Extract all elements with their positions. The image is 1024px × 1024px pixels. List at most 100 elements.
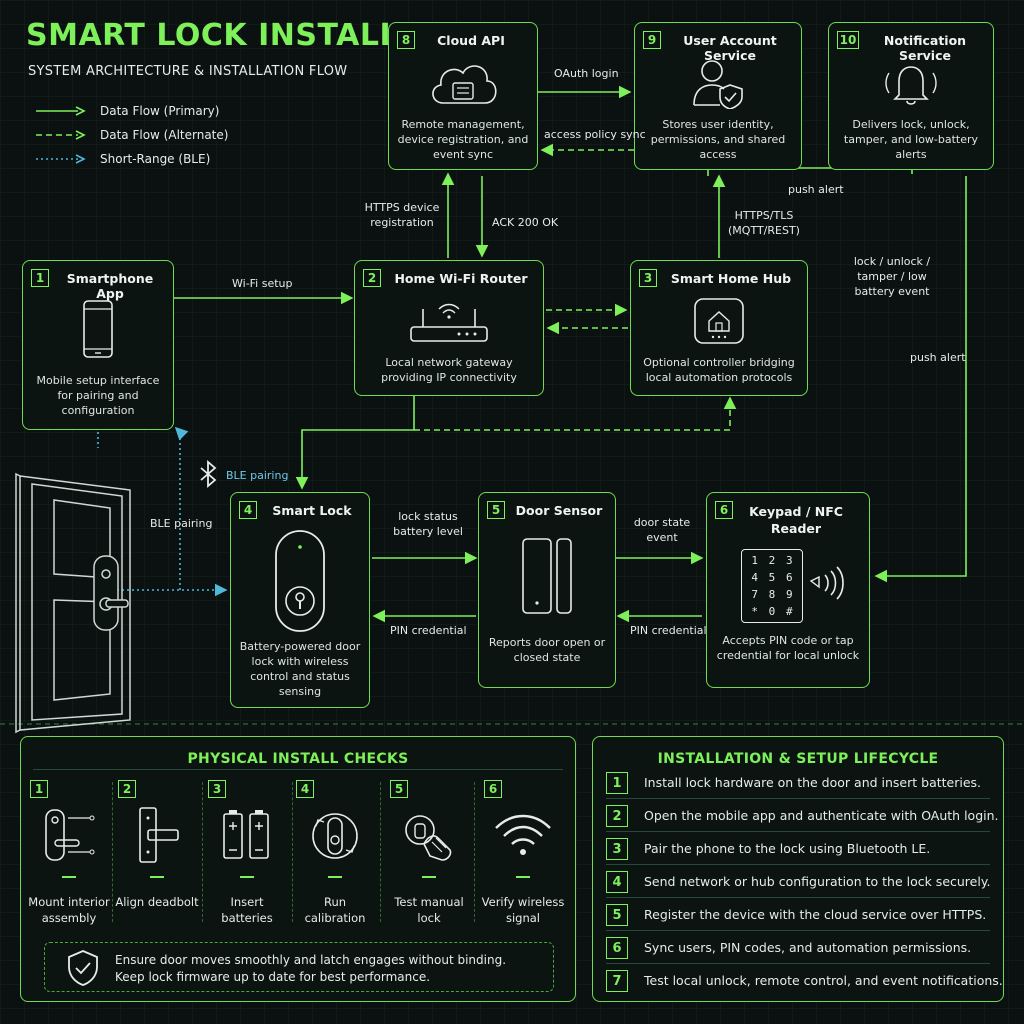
node-user-account-service[interactable]: 9 User Account Service Stores user ident…: [634, 22, 802, 170]
edge-label-push-alert-top: push alert: [788, 183, 844, 196]
legend-label: Data Flow (Primary): [100, 104, 220, 118]
step-number: 3: [606, 838, 628, 860]
check-number: 1: [30, 780, 48, 798]
dotted-arrow-icon: [36, 154, 86, 164]
step-number: 6: [606, 937, 628, 959]
check-item[interactable]: 1 Mount interior assembly: [26, 780, 112, 930]
step-text: Install lock hardware on the door and in…: [644, 775, 982, 790]
node-home-wifi-router[interactable]: 2 Home Wi-Fi Router Local network gatewa…: [354, 260, 544, 396]
bell-icon: [885, 66, 937, 105]
step-number: 7: [606, 970, 628, 992]
step-number: 4: [606, 871, 628, 893]
edge-label-access-policy: access policy sync: [544, 128, 646, 141]
connector-lines: [97, 85, 967, 623]
step-number: 1: [606, 772, 628, 794]
batteries-icon: [223, 810, 269, 859]
check-dash: [328, 876, 342, 878]
node-title: Notification Service: [883, 33, 967, 63]
step-number: 5: [606, 904, 628, 926]
check-item[interactable]: 6 Verify wireless signal: [480, 780, 566, 930]
check-number: 4: [296, 780, 314, 798]
lifecycle-step: 2 Open the mobile app and authenticate w…: [606, 803, 999, 832]
edge-label-push-alert-right: push alert: [910, 351, 966, 364]
deadbolt-icon: [139, 807, 179, 863]
node-description: Accepts PIN code or tap credential for l…: [716, 634, 860, 662]
node-number: 5: [487, 501, 505, 519]
check-label: Test manual lock: [394, 895, 464, 925]
check-separator: [380, 782, 381, 922]
smartphone-icon: [83, 300, 113, 358]
check-number: 2: [118, 780, 136, 798]
check-item[interactable]: 4 Run calibration: [292, 780, 378, 930]
node-number: 9: [643, 31, 661, 49]
node-description: Mobile setup interface for pairing and c…: [36, 374, 160, 417]
check-number: 3: [208, 780, 226, 798]
check-separator: [112, 782, 113, 922]
node-smart-home-hub[interactable]: 3 Smart Home Hub Optional controller bri…: [630, 260, 808, 396]
node-title: Smart Home Hub: [670, 271, 792, 286]
node-title: Smartphone App: [66, 271, 154, 301]
keypad-key: 8: [768, 588, 776, 601]
keypad-key: 6: [786, 571, 793, 584]
node-number: 1: [31, 269, 49, 287]
check-dash: [516, 876, 530, 878]
lifecycle-panel: INSTALLATION & SETUP LIFECYCLE: [592, 736, 1004, 1002]
nfc-icon: [809, 566, 844, 600]
check-item[interactable]: 2 Align deadbolt: [114, 780, 200, 930]
user-shield-icon: [693, 60, 743, 109]
lifecycle-step: 7 Test local unlock, remote control, and…: [606, 968, 1003, 996]
check-label: Align deadbolt: [115, 895, 199, 909]
edge-label-pin-left: PIN credential: [390, 624, 467, 637]
check-separator: [292, 782, 293, 922]
edge-label-ack: ACK 200 OK: [492, 216, 559, 229]
legend-primary: Data Flow (Primary): [36, 104, 219, 118]
node-title: Cloud API: [437, 33, 505, 48]
calibration-icon: [312, 813, 358, 859]
hand-key-icon: [405, 815, 452, 861]
node-description: Local network gateway providing IP conne…: [381, 356, 517, 384]
keypad-key: 0: [768, 605, 776, 618]
node-number: 4: [239, 501, 257, 519]
solid-arrow-icon: [36, 106, 86, 116]
router-icon: [410, 303, 488, 342]
node-notification-service[interactable]: 10 Notification Service Delivers lock, u…: [828, 22, 994, 170]
lifecycle-step: 5 Register the device with the cloud ser…: [606, 902, 990, 931]
step-text: Sync users, PIN codes, and automation pe…: [644, 940, 972, 955]
keypad-key: 5: [768, 571, 776, 584]
node-cloud-api[interactable]: 8 Cloud API Remote management, device re…: [388, 22, 538, 170]
step-text: Open the mobile app and authenticate wit…: [644, 808, 999, 823]
hub-icon: [694, 298, 744, 344]
check-dash: [240, 876, 254, 878]
node-number: 8: [397, 31, 415, 49]
node-smartphone-app[interactable]: 1 Smartphone App Mobile setup interface …: [22, 260, 174, 430]
lock-icon: [275, 530, 325, 632]
panel-title: INSTALLATION & SETUP LIFECYCLE: [657, 751, 939, 767]
check-separator: [202, 782, 203, 922]
check-dash: [62, 876, 76, 878]
wifi-signal-icon: [495, 814, 551, 855]
cloud-icon: [432, 65, 497, 104]
bluetooth-icon: [200, 460, 217, 488]
legend-ble: Short-Range (BLE): [36, 152, 210, 166]
step-text: Send network or hub configuration to the…: [644, 874, 991, 889]
panel-divider: [33, 769, 563, 770]
node-door-sensor[interactable]: 5 Door Sensor Reports door open or close…: [478, 492, 616, 688]
check-item[interactable]: 3 Insert batteries: [204, 780, 290, 930]
keypad-key: #: [786, 605, 793, 618]
door-lock-icon: [93, 555, 129, 631]
door-illustration: [15, 472, 131, 734]
check-label: Verify wireless signal: [481, 895, 565, 925]
node-smart-lock[interactable]: 4 Smart Lock Battery-powered door lock w…: [230, 492, 370, 708]
node-number: 3: [639, 269, 657, 287]
check-label: Insert batteries: [221, 895, 273, 925]
lifecycle-step: 1 Install lock hardware on the door and …: [606, 770, 990, 799]
node-description: Reports door open or closed state: [488, 636, 606, 664]
check-dash: [422, 876, 436, 878]
node-number: 10: [837, 31, 859, 49]
node-description: Optional controller bridging local autom…: [643, 356, 795, 384]
check-item[interactable]: 5 Test manual lock: [386, 780, 472, 930]
lifecycle-step: 3 Pair the phone to the lock using Bluet…: [606, 836, 990, 865]
node-description: Stores user identity, permissions, and s…: [650, 118, 786, 161]
